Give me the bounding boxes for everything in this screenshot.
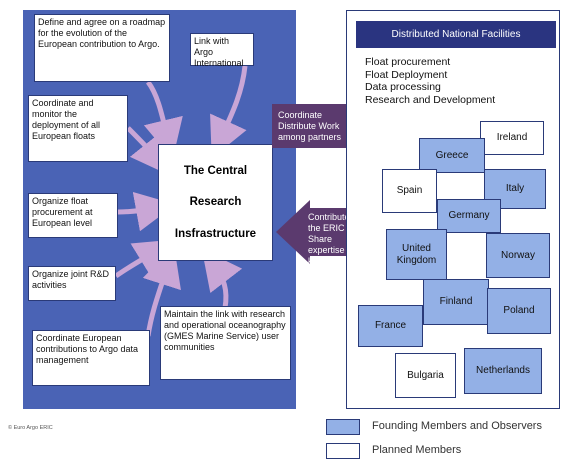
data-management-box: Coordinate European contributions to Arg… [32, 330, 150, 386]
country-bulgaria: Bulgaria [395, 353, 456, 398]
copyright-text: © Euro Argo ERIC [8, 425, 53, 431]
legend-founding-swatch [326, 419, 360, 435]
country-united-kingdom: United Kingdom [386, 229, 447, 280]
country-norway: Norway [486, 233, 550, 278]
facilities-list: Float procurement Float Deployment Data … [365, 56, 495, 106]
country-greece: Greece [419, 138, 485, 173]
central-line-2: Research [189, 196, 242, 209]
gmes-box: Maintain the link with research and oper… [160, 306, 291, 380]
facility-item: Float Deployment [365, 68, 448, 81]
rnd-box: Organize joint R&D activities [28, 266, 116, 301]
legend-founding-label: Founding Members and Observers [372, 420, 542, 432]
procurement-box: Organize float procurement at European l… [28, 193, 118, 238]
country-poland: Poland [487, 288, 551, 334]
roadmap-box: Define and agree on a roadmap for the ev… [34, 14, 170, 82]
country-ireland: Ireland [480, 121, 544, 155]
country-germany: Germany [437, 199, 501, 233]
central-infrastructure-box: The Central Research Insfrastructure [158, 144, 273, 261]
national-facilities-title: Distributed National Facilities [356, 21, 556, 48]
facility-item: Research and Development [365, 93, 496, 106]
country-france: France [358, 305, 423, 347]
country-spain: Spain [382, 169, 437, 213]
coordinate-arrow-label: Coordinate Distribute Work among partner… [278, 110, 342, 142]
contribute-arrow-label: Contribute to the ERIC Share expertise a… [308, 212, 363, 266]
link-argo-box: Link with Argo International [190, 33, 254, 68]
central-line-1: The Central [183, 164, 248, 177]
legend-planned-swatch [326, 443, 360, 459]
central-line-3: Insfrastructure [174, 228, 257, 241]
country-netherlands: Netherlands [464, 348, 542, 394]
coordinate-floats-box: Coordinate and monitor the deployment of… [28, 95, 128, 162]
country-finland: Finland [423, 279, 489, 325]
facility-item: Data processing [365, 81, 441, 93]
facility-item: Float procurement [365, 56, 451, 68]
legend-planned-label: Planned Members [372, 444, 462, 456]
